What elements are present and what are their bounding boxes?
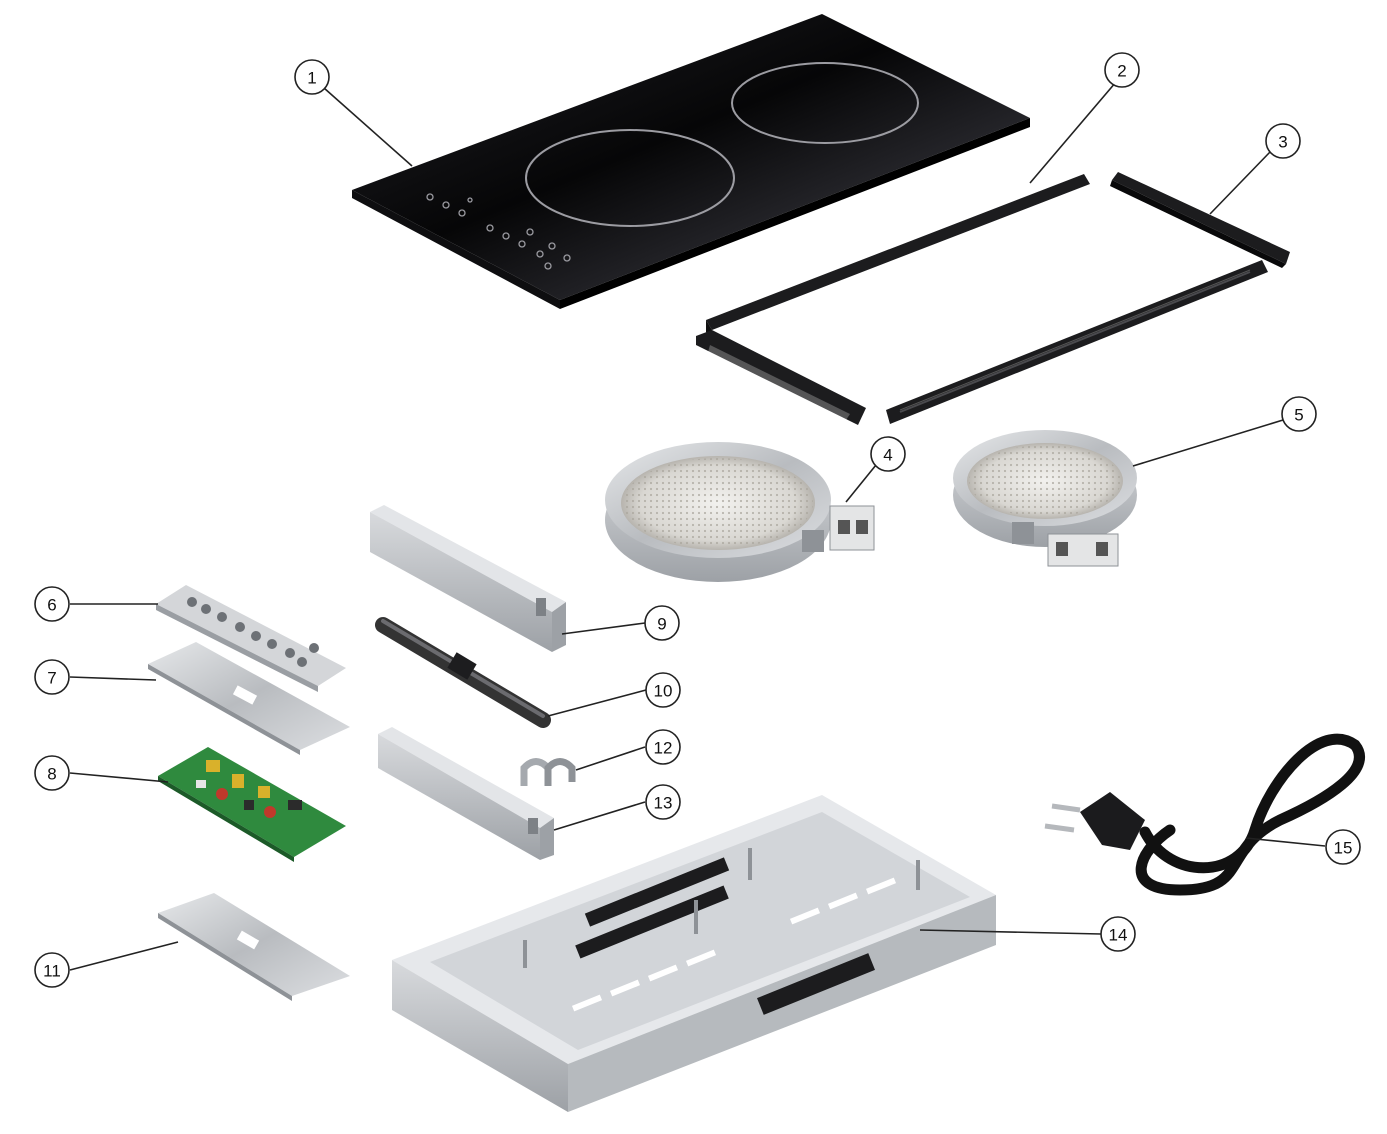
callout-8-label: 8 (47, 765, 56, 784)
callout-14: 14 (1100, 916, 1136, 952)
part-frame-side-bar (1110, 172, 1290, 268)
leader-lines (69, 81, 1326, 971)
part-cover-plate (148, 642, 350, 755)
callout-3-label: 3 (1278, 133, 1287, 152)
part-power-cord (1044, 733, 1365, 896)
callout-10: 10 (645, 672, 681, 708)
callout-4-label: 4 (883, 446, 892, 465)
callout-6-label: 6 (47, 596, 56, 615)
part-radiant-heater-large (605, 442, 875, 582)
part-clip (520, 758, 576, 786)
callout-4: 4 (870, 436, 906, 472)
part-radiant-heater-small (953, 430, 1137, 567)
callout-7: 7 (34, 659, 70, 695)
part-rod (375, 617, 551, 728)
callout-11: 11 (34, 952, 70, 988)
part-shield-plate (158, 893, 350, 1001)
part-housing-tray (392, 795, 996, 1112)
callout-5-label: 5 (1294, 406, 1303, 425)
callout-1-label: 1 (307, 69, 316, 88)
callout-12: 12 (645, 729, 681, 765)
part-bracket-upper (370, 505, 566, 652)
part-glass-cooktop (352, 14, 1030, 309)
callout-6: 6 (34, 586, 70, 622)
callout-15: 15 (1325, 829, 1361, 865)
callout-2: 2 (1104, 52, 1140, 88)
part-control-board (156, 585, 346, 692)
callout-10-label: 10 (654, 682, 673, 701)
callout-9-label: 9 (657, 615, 666, 634)
callout-11-label: 11 (43, 962, 61, 981)
callout-8: 8 (34, 755, 70, 791)
callout-15-label: 15 (1334, 839, 1353, 858)
callout-9: 9 (644, 605, 680, 641)
callout-1: 1 (294, 59, 330, 95)
callout-7-label: 7 (47, 669, 56, 688)
callout-13: 13 (645, 784, 681, 820)
part-frame (696, 174, 1268, 425)
callout-3: 3 (1265, 123, 1301, 159)
callout-2-label: 2 (1117, 62, 1126, 81)
part-power-pcb (158, 747, 346, 862)
callout-12-label: 12 (654, 739, 673, 758)
callout-5: 5 (1281, 396, 1317, 432)
callout-13-label: 13 (654, 794, 673, 813)
callout-14-label: 14 (1109, 926, 1128, 945)
part-bracket-lower (378, 727, 554, 860)
touch-controls (426, 193, 571, 270)
